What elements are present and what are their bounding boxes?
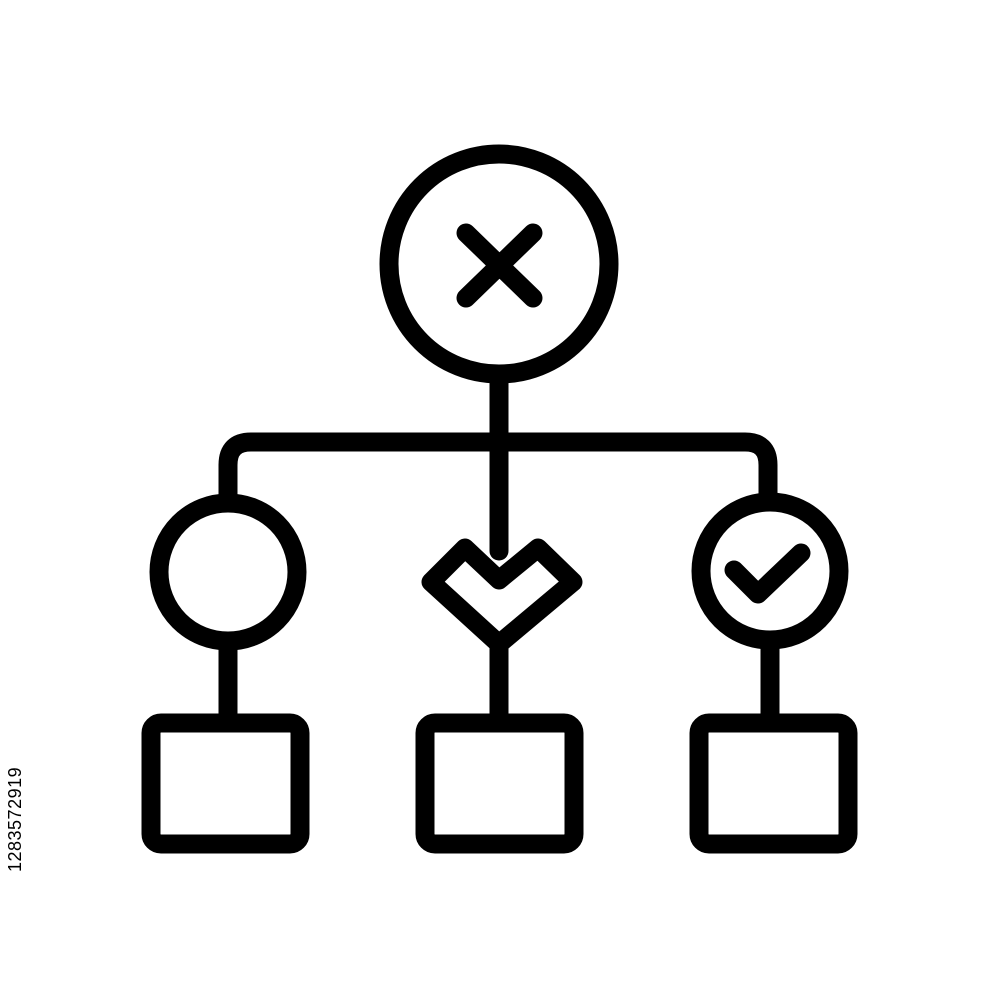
left-branch-circle <box>149 493 307 651</box>
middle-leaf-box <box>415 713 584 854</box>
left-leaf-box <box>141 713 310 854</box>
flowchart-strokes <box>141 144 858 854</box>
right-leaf-box <box>689 713 858 854</box>
checkmark-icon <box>724 543 811 604</box>
middle-diamond-node <box>421 538 583 654</box>
stock-id-watermark: 1283572919 <box>5 766 25 872</box>
x-icon <box>456 223 543 308</box>
branch-bar <box>218 432 778 512</box>
